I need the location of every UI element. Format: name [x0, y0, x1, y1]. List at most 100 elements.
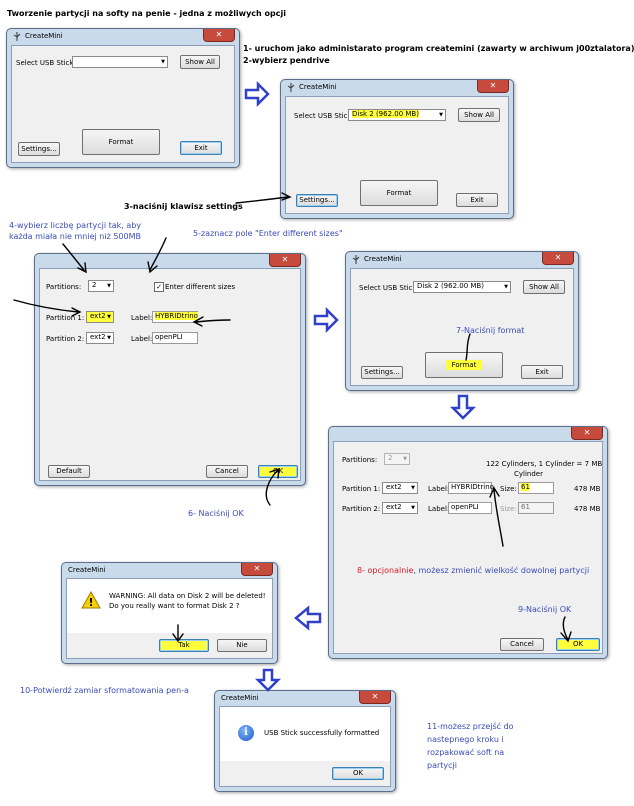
window-title: CreateMini — [25, 32, 63, 40]
settings-button[interactable]: Settings... — [296, 194, 338, 207]
step-8-text: 8- opcjonalnie, możesz zmienić wielkość … — [357, 566, 590, 575]
chevron-down-icon: ▼ — [411, 485, 415, 491]
warning-dialog: CreateMini ✕ ! WARNING: All data on Disk… — [61, 562, 278, 664]
step-3-text: 3-naciśnij klawisz settings — [124, 202, 243, 211]
select-usb-label: Select USB Stick: — [294, 112, 354, 120]
partition-1-label: Partition 1: — [342, 485, 381, 493]
format-button[interactable]: Format — [425, 352, 503, 378]
partition-sizes-window: ✕ Partitions: 2▼ 122 Cylinders, 1 Cylind… — [328, 426, 608, 659]
createmini-window-4: CreateMini ✕ Select USB Stick: Disk 2 (9… — [345, 251, 579, 391]
partition-2-label-input[interactable]: openPLI — [448, 502, 492, 514]
window-client: ! WARNING: All data on Disk 2 will be de… — [66, 578, 273, 659]
window-client: Select USB Stick: Disk 2 (962.00 MB)▼ Sh… — [350, 268, 574, 386]
step-2-text: 2-wybierz pendrive — [243, 56, 330, 65]
window-title: CreateMini — [221, 694, 259, 702]
cylinder-heading: Cylinder — [514, 470, 543, 478]
yes-button[interactable]: Tak — [159, 639, 209, 652]
step-11-line1: 11-możesz przejść do — [427, 722, 514, 731]
partition-2-label-input[interactable]: openPLI — [152, 332, 198, 344]
step-9-text: 9-Naciśnij OK — [518, 605, 572, 614]
step-1-text: 1- uruchom jako administarato program cr… — [243, 44, 634, 53]
default-button[interactable]: Default — [48, 465, 90, 478]
ok-button[interactable]: OK — [332, 767, 384, 780]
partition-2-label: Partition 2: — [46, 335, 85, 343]
label-label: Label: — [131, 314, 153, 322]
exit-button[interactable]: Exit — [180, 141, 222, 155]
partition-1-label: Partition 1: — [46, 314, 85, 322]
partition-1-label-input[interactable]: HYBRIDtrino — [152, 311, 198, 323]
select-usb-label: Select USB Stick: — [16, 59, 76, 67]
close-button[interactable]: ✕ — [571, 427, 603, 440]
partition-2-fs-dropdown[interactable]: ext2▼ — [86, 332, 114, 344]
partition-1-mb: 478 MB — [574, 485, 601, 493]
arrow-right-icon — [313, 306, 339, 334]
cancel-button[interactable]: Cancel — [500, 638, 544, 651]
show-all-button[interactable]: Show All — [180, 55, 220, 69]
format-button[interactable]: Format — [82, 129, 160, 155]
chevron-down-icon: ▼ — [107, 283, 111, 289]
settings-window: ✕ Partitions: 2▼ ✓ Enter different sizes… — [34, 253, 306, 486]
partition-1-label-input[interactable]: HYBRIDtrino — [448, 482, 494, 494]
select-usb-label: Select USB Stick: — [359, 284, 419, 292]
partitions-count-dropdown[interactable]: 2▼ — [88, 280, 114, 292]
close-button[interactable]: ✕ — [359, 691, 391, 704]
arrow-right-icon — [244, 80, 270, 108]
createmini-window-2: CreateMini ✕ Select USB Stick: Disk 2 (9… — [280, 79, 514, 219]
window-client: Partitions: 2▼ 122 Cylinders, 1 Cylinder… — [333, 441, 603, 654]
chevron-down-icon: ▼ — [107, 335, 111, 341]
close-button[interactable]: ✕ — [241, 563, 273, 576]
enter-sizes-label: Enter different sizes — [165, 283, 236, 291]
cylinder-info: 122 Cylinders, 1 Cylinder = 7 MB — [486, 460, 603, 468]
step-10-text: 10-Potwierdź zamiar sformatowania pen-a — [20, 686, 189, 695]
usb-stick-dropdown[interactable]: Disk 2 (962.00 MB)▼ — [413, 281, 511, 293]
step-7-text: 7-Naciśnij format — [456, 326, 525, 335]
window-client: Partitions: 2▼ ✓ Enter different sizes P… — [39, 268, 301, 481]
partitions-label: Partitions: — [46, 283, 82, 291]
settings-button[interactable]: Settings... — [18, 142, 60, 156]
partitions-count-dropdown[interactable]: 2▼ — [384, 453, 410, 465]
chevron-down-icon: ▼ — [403, 456, 407, 462]
step-4-text-line2: każda miała nie mniej niż 500MB — [9, 232, 141, 241]
partition-2-size-input: 61 — [518, 502, 554, 514]
window-client: Select USB Stick: Disk 2 (962.00 MB)▼ Sh… — [285, 96, 509, 214]
window-client: Select USB Stick: ▼ Show All Format Sett… — [11, 45, 235, 163]
step-4-text-line1: 4-wybierz liczbę partycji tak, aby — [9, 221, 142, 230]
page-header: Tworzenie partycji na softy na penie - j… — [7, 9, 286, 18]
close-button[interactable]: ✕ — [269, 254, 301, 267]
warning-line-2: Do you really want to format Disk 2 ? — [109, 602, 240, 610]
partition-2-fs-dropdown[interactable]: ext2▼ — [382, 502, 418, 514]
cancel-button[interactable]: Cancel — [206, 465, 248, 478]
enter-sizes-checkbox[interactable]: ✓ — [154, 282, 164, 292]
usb-stick-dropdown[interactable]: ▼ — [72, 56, 168, 68]
arrow-left-icon — [294, 605, 322, 631]
partition-1-fs-dropdown[interactable]: ext2▼ — [86, 311, 114, 323]
settings-button[interactable]: Settings... — [361, 366, 403, 379]
close-button[interactable]: ✕ — [203, 29, 235, 42]
close-button[interactable]: ✕ — [477, 80, 509, 93]
usb-stick-dropdown[interactable]: Disk 2 (962.00 MB)▼ — [348, 109, 446, 121]
label-label: Label: — [428, 505, 450, 513]
chevron-down-icon: ▼ — [107, 314, 111, 320]
partition-1-size-input[interactable]: 61 — [518, 482, 554, 494]
exit-button[interactable]: Exit — [521, 365, 563, 379]
createmini-window-1: CreateMini ✕ Select USB Stick: ▼ Show Al… — [6, 28, 240, 168]
size-label: Size: — [500, 485, 517, 493]
partition-2-label: Partition 2: — [342, 505, 381, 513]
close-button[interactable]: ✕ — [542, 252, 574, 265]
window-title: CreateMini — [364, 255, 402, 263]
step-11-line4: partycji — [427, 761, 457, 770]
size-label: Size: — [500, 505, 517, 513]
no-button[interactable]: Nie — [217, 639, 267, 652]
partition-2-mb: 478 MB — [574, 505, 601, 513]
success-message: USB Stick successfully formatted — [264, 729, 380, 737]
partitions-label: Partitions: — [342, 456, 378, 464]
ok-button[interactable]: OK — [556, 638, 600, 651]
success-dialog: CreateMini ✕ i USB Stick successfully fo… — [214, 690, 396, 792]
show-all-button[interactable]: Show All — [523, 280, 565, 294]
ok-button[interactable]: OK — [258, 465, 298, 478]
step-11-line2: nastepnego kroku i — [427, 735, 504, 744]
show-all-button[interactable]: Show All — [458, 108, 500, 122]
exit-button[interactable]: Exit — [456, 193, 498, 207]
format-button[interactable]: Format — [360, 180, 438, 206]
partition-1-fs-dropdown[interactable]: ext2▼ — [382, 482, 418, 494]
